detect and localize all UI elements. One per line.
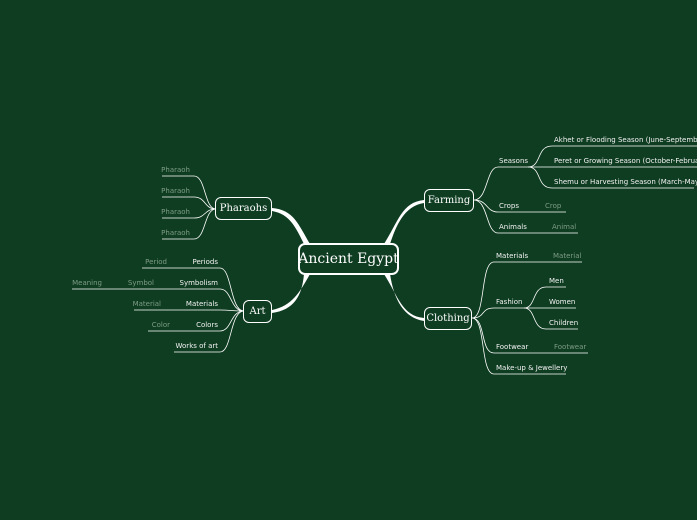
colors-topic[interactable]: Colors xyxy=(196,321,218,329)
farming-node[interactable]: Farming xyxy=(424,189,474,212)
fashion-topic[interactable]: Fashion xyxy=(496,298,523,306)
works-of-art-topic[interactable]: Works of art xyxy=(175,342,218,350)
season-item-shemu[interactable]: Shemu or Harvesting Season (March-May) xyxy=(554,178,697,186)
central-topic[interactable]: Ancient Egypt xyxy=(298,243,399,275)
meaning-placeholder[interactable]: Meaning xyxy=(72,279,102,287)
animals-topic[interactable]: Animals xyxy=(499,223,527,231)
crop-placeholder[interactable]: Crop xyxy=(545,202,562,210)
art-material-placeholder[interactable]: Material xyxy=(132,300,161,308)
fashion-item-children[interactable]: Children xyxy=(549,319,579,327)
fashion-item-men[interactable]: Men xyxy=(549,277,564,285)
season-item-peret[interactable]: Peret or Growing Season (October-Februar… xyxy=(554,157,697,165)
clothing-node[interactable]: Clothing xyxy=(424,307,472,330)
pharaoh-item[interactable]: Pharaoh xyxy=(161,229,190,237)
pharaoh-item[interactable]: Pharaoh xyxy=(161,208,190,216)
pharaoh-item[interactable]: Pharaoh xyxy=(161,187,190,195)
footwear-placeholder[interactable]: Footwear xyxy=(554,343,587,351)
fashion-item-women[interactable]: Women xyxy=(549,298,576,306)
season-item-akhet[interactable]: Akhet or Flooding Season (June-September… xyxy=(554,136,697,144)
pharaoh-item[interactable]: Pharaoh xyxy=(161,166,190,174)
period-placeholder[interactable]: Period xyxy=(145,258,167,266)
makeup-topic[interactable]: Make-up & Jewellery xyxy=(496,364,568,372)
art-materials-topic[interactable]: Materials xyxy=(185,300,218,308)
color-placeholder[interactable]: Color xyxy=(151,321,170,329)
symbolism-topic[interactable]: Symbolism xyxy=(179,279,219,287)
seasons-topic[interactable]: Seasons xyxy=(499,157,529,165)
periods-topic[interactable]: Periods xyxy=(192,258,218,266)
animal-placeholder[interactable]: Animal xyxy=(552,223,577,231)
footwear-topic[interactable]: Footwear xyxy=(496,343,529,351)
clothing-material-placeholder[interactable]: Material xyxy=(553,252,582,260)
symbol-placeholder[interactable]: Symbol xyxy=(127,279,154,287)
crops-topic[interactable]: Crops xyxy=(499,202,519,210)
pharaohs-node[interactable]: Pharaohs xyxy=(215,197,272,220)
clothing-materials-topic[interactable]: Materials xyxy=(496,252,529,260)
art-node[interactable]: Art xyxy=(243,300,272,323)
